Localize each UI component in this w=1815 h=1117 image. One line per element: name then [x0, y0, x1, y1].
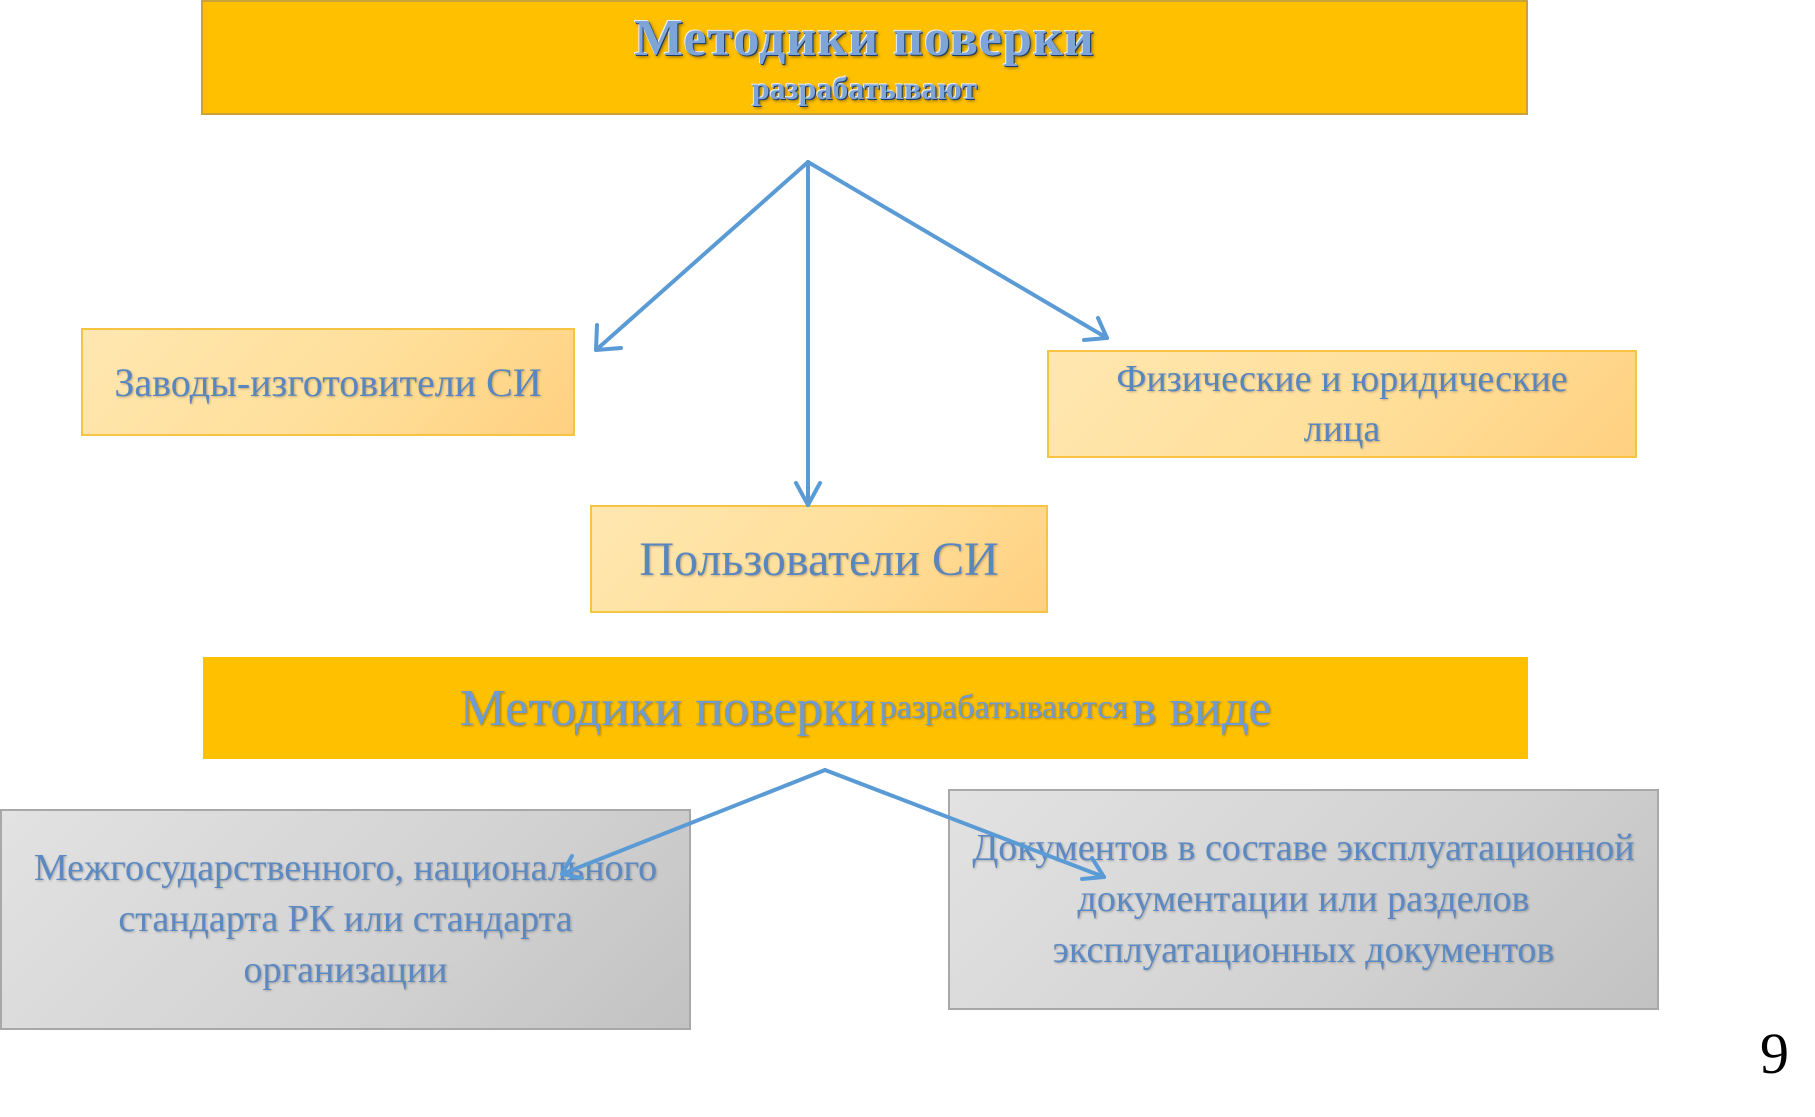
form-documents-box: Документов в составе эксплуатационной до…: [948, 789, 1659, 1010]
developer-persons-box: Физические и юридические лица: [1047, 350, 1637, 458]
arrowhead-standard: [560, 854, 584, 880]
developer-manufacturers-box: Заводы-изготовители СИ: [81, 328, 575, 436]
arrow-to-standard: [560, 768, 827, 876]
band-part3: в виде: [1131, 679, 1272, 737]
form-standard-label: Межгосударственного, национального станд…: [33, 847, 658, 991]
arrow-to-persons: [806, 160, 1109, 340]
title-box: Методики поверки разрабатывают: [201, 0, 1528, 115]
arrowhead-users: [794, 481, 822, 507]
arrow-to-documents: [823, 768, 1106, 879]
arrowhead-persons: [1082, 316, 1109, 342]
page-number: 9: [1760, 1021, 1789, 1086]
arrow-to-manufacturers: [594, 160, 810, 352]
developer-users-label: Пользователи СИ: [639, 532, 999, 586]
form-documents-label: Документов в составе эксплуатационной до…: [972, 827, 1635, 971]
band-part1: Методики поверки: [459, 679, 876, 737]
arrowhead-documents: [1080, 856, 1106, 881]
arrowhead-manufacturers: [594, 323, 623, 352]
developer-users-box: Пользователи СИ: [590, 505, 1048, 613]
developer-persons-label: Физические и юридические лица: [1116, 358, 1568, 450]
form-standard-box: Межгосударственного, национального станд…: [0, 809, 691, 1030]
title-sub: разрабатывают: [751, 70, 978, 106]
band-part2: разрабатываются: [879, 689, 1128, 726]
title-main: Методики поверки: [634, 10, 1095, 67]
forms-band: Методики поверки разрабатываются в виде: [203, 657, 1528, 759]
developer-manufacturers-label: Заводы-изготовители СИ: [114, 359, 542, 405]
